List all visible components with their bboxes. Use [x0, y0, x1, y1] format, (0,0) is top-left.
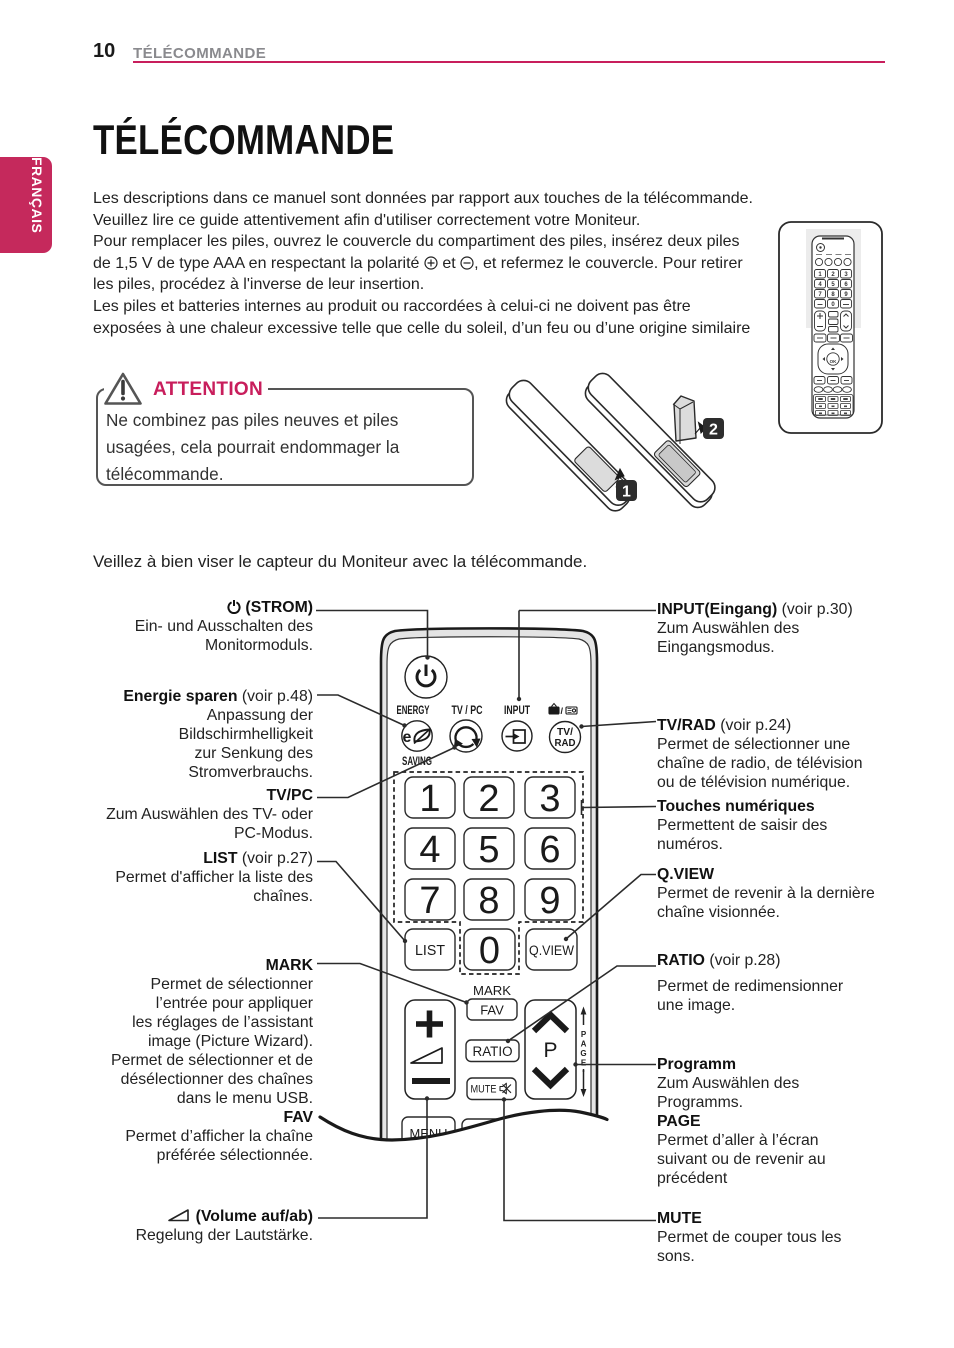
svg-text:FAV: FAV: [480, 1003, 504, 1018]
svg-text:OK: OK: [830, 359, 838, 364]
svg-text:7: 7: [419, 880, 440, 922]
svg-text:MARK: MARK: [473, 984, 512, 998]
svg-text:/: /: [561, 706, 564, 716]
svg-text:9: 9: [539, 880, 560, 922]
svg-text:8: 8: [478, 880, 499, 922]
svg-text:e: e: [403, 729, 412, 746]
svg-text:TV / PC: TV / PC: [452, 705, 483, 717]
svg-text:8: 8: [831, 292, 835, 298]
svg-text:7: 7: [818, 292, 822, 298]
svg-text:6: 6: [539, 829, 560, 871]
svg-text:E: E: [581, 1059, 587, 1068]
svg-text:ENERGY: ENERGY: [397, 705, 430, 717]
svg-text:MUTE: MUTE: [471, 1084, 497, 1096]
svg-text:A: A: [581, 1040, 587, 1049]
svg-text:P: P: [581, 1030, 587, 1039]
svg-text:9: 9: [844, 292, 848, 298]
svg-text:5: 5: [831, 282, 835, 288]
svg-text:INPUT: INPUT: [504, 705, 530, 717]
svg-text:P: P: [543, 1039, 557, 1062]
svg-text:0: 0: [831, 302, 835, 308]
svg-text:-: -: [582, 1066, 585, 1075]
svg-text:2: 2: [831, 272, 835, 278]
svg-text:1: 1: [818, 272, 822, 278]
svg-text:3: 3: [539, 778, 560, 820]
svg-text:4: 4: [419, 829, 440, 871]
svg-text:LIST: LIST: [415, 943, 445, 959]
svg-text:G: G: [580, 1049, 586, 1058]
svg-text:1: 1: [622, 484, 631, 501]
svg-text:6: 6: [844, 282, 848, 288]
svg-text:5: 5: [478, 829, 499, 871]
svg-text:3: 3: [844, 272, 848, 278]
svg-text:0: 0: [479, 930, 500, 972]
svg-text:2: 2: [478, 778, 499, 820]
svg-text:2: 2: [709, 422, 718, 439]
svg-text:RATIO: RATIO: [473, 1044, 513, 1059]
svg-text:TV/: TV/: [557, 727, 573, 738]
svg-text:Q.VIEW: Q.VIEW: [529, 943, 574, 958]
svg-text:SAVING: SAVING: [402, 756, 432, 768]
svg-text:RAD: RAD: [555, 738, 576, 749]
svg-text:4: 4: [818, 282, 822, 288]
svg-text:1: 1: [419, 778, 440, 820]
